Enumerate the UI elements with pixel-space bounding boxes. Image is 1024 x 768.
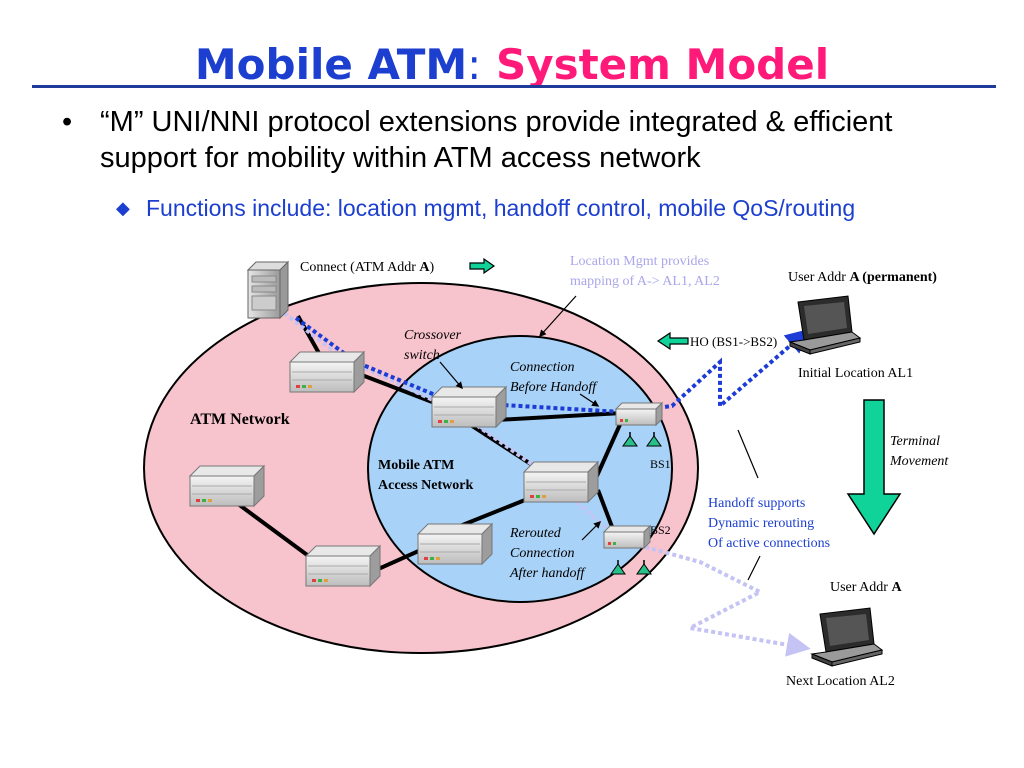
title-underline xyxy=(32,85,996,88)
page-title: Mobile ATM: System Model xyxy=(0,40,1024,90)
crossover-switch-icon xyxy=(431,386,507,428)
host-server-icon xyxy=(246,260,290,320)
loc-mgmt-pointer xyxy=(539,295,577,338)
bullet-sub-text: Functions include: location mgmt, handof… xyxy=(146,195,856,221)
handoff-pointer-lower xyxy=(747,555,761,581)
atm-switch-top-icon xyxy=(289,351,365,393)
bs1-label: BS1 xyxy=(650,457,671,471)
atm-network-label: ATM Network xyxy=(190,411,290,428)
atm-switch-left-icon xyxy=(189,465,265,507)
bs2-switch-icon xyxy=(603,525,651,549)
diamond-bullet-icon: ◆ xyxy=(116,198,130,218)
ho-label: HO (BS1->BS2) xyxy=(690,334,778,349)
title-part1: Mobile ATM xyxy=(194,40,468,89)
access-switch-center-icon xyxy=(523,461,599,503)
rerouted-pointer xyxy=(581,520,602,541)
network-links xyxy=(228,315,624,572)
before-handoff-pointer xyxy=(579,393,600,407)
laptop-initial-icon xyxy=(789,295,861,355)
user-addr-label: User Addr A xyxy=(830,580,902,595)
bs2-label: BS2 xyxy=(650,523,671,537)
user-addr-permanent-label: User Addr A (permanent) xyxy=(788,270,937,285)
handoff-pointer-upper xyxy=(737,429,759,479)
bullet-main-text: “M” UNI/NNI protocol extensions provide … xyxy=(100,106,893,174)
ho-arrow-icon xyxy=(656,331,689,351)
atm-switch-bottom-icon xyxy=(305,545,381,587)
initial-location-label: Initial Location AL1 xyxy=(798,366,914,381)
title-colon: : xyxy=(467,40,482,89)
laptop-next-icon xyxy=(811,607,883,667)
title-part2: System Model xyxy=(495,40,830,89)
terminal-movement-arrow-icon xyxy=(846,399,902,536)
next-location-label: Next Location AL2 xyxy=(786,674,895,689)
connect-label: Connect (ATM Addr A) xyxy=(300,260,435,275)
bullet-dot-icon: • xyxy=(62,106,73,138)
bs1-switch-icon xyxy=(615,402,663,426)
access-switch-bottom-icon xyxy=(417,523,493,565)
crossover-pointer xyxy=(439,361,463,390)
connect-arrow-icon xyxy=(469,257,496,275)
